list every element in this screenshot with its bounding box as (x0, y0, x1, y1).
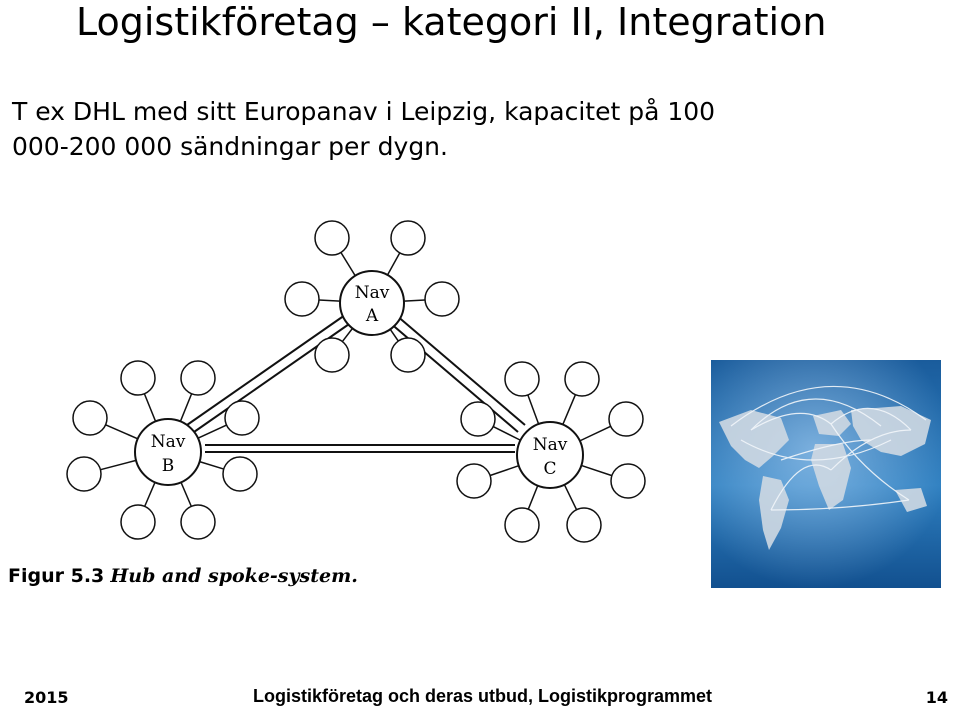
spoke-line (143, 393, 157, 422)
spoke-line (197, 424, 227, 439)
hub-b-label: Nav (151, 432, 186, 452)
spoke-node (66, 456, 102, 492)
hub-a-letter: A (365, 306, 379, 326)
hub-and-spoke-diagram: Nav A Nav B Nav C (66, 220, 646, 543)
footer-title: Logistikföretag och deras utbud, Logisti… (253, 686, 713, 706)
spoke-line (144, 482, 156, 507)
spoke-node (314, 220, 350, 256)
spoke-line (179, 393, 193, 422)
spoke-node (608, 401, 644, 437)
hub-b: Nav B (134, 418, 202, 486)
spoke-line (386, 252, 401, 276)
spoke-line (318, 299, 341, 302)
spoke-node (72, 400, 108, 436)
hub-b-letter: B (162, 456, 175, 476)
spoke-line (199, 460, 224, 470)
footer-page-number: 14 (925, 688, 948, 707)
spoke-node (314, 337, 350, 373)
spoke-line (489, 464, 520, 477)
spoke-line (579, 425, 611, 442)
body-line-1: T ex DHL med sitt Europanav i Leipzig, k… (12, 97, 716, 126)
spoke-node (120, 504, 156, 540)
figure-caption-text: Hub and spoke-system. (110, 565, 358, 587)
spoke-line (341, 327, 354, 342)
figure-caption: Figur 5.3 Hub and spoke-system. (8, 565, 358, 587)
spoke-line (527, 485, 539, 510)
footer-year: 2015 (24, 688, 69, 707)
spoke-line (180, 482, 192, 507)
spoke-node (224, 400, 260, 436)
hub-c: Nav C (516, 421, 584, 489)
spoke-node (460, 401, 496, 437)
spoke-node (456, 463, 492, 499)
slide-body: T ex DHL med sitt Europanav i Leipzig, k… (12, 94, 912, 164)
spoke-node (222, 456, 258, 492)
spoke-node (390, 220, 426, 256)
spoke-line (527, 394, 540, 425)
hub-a: Nav A (339, 270, 405, 336)
spoke-node (284, 281, 320, 317)
slide-footer: 2015 Logistikföretag och deras utbud, Lo… (0, 686, 960, 708)
spoke-node (566, 507, 602, 543)
link-b-c (205, 444, 515, 453)
spoke-node (504, 361, 540, 397)
spoke-line (403, 299, 426, 302)
body-line-2: 000-200 000 sändningar per dygn. (12, 132, 448, 161)
spoke-line (105, 424, 139, 440)
spoke-node (180, 360, 216, 396)
world-network-map-image (711, 360, 941, 588)
hub-c-letter: C (543, 459, 556, 479)
link-a-c (388, 314, 526, 433)
spoke-line (562, 394, 577, 425)
spoke-node (390, 337, 426, 373)
hub-a-label: Nav (355, 283, 390, 303)
spoke-line (563, 484, 578, 511)
spoke-line (340, 252, 356, 277)
hub-c-label: Nav (533, 435, 568, 455)
slide-title: Logistikföretag – kategori II, Integrati… (76, 0, 827, 44)
spoke-node (610, 463, 646, 499)
figure-caption-number: Figur 5.3 (8, 565, 105, 587)
spoke-node (504, 507, 540, 543)
spoke-node (120, 360, 156, 396)
spoke-node (564, 361, 600, 397)
spoke-line (492, 425, 521, 441)
spoke-line (389, 328, 399, 342)
spoke-node (424, 281, 460, 317)
spoke-line (581, 464, 613, 477)
spoke-node (180, 504, 216, 540)
spoke-line (100, 459, 137, 471)
